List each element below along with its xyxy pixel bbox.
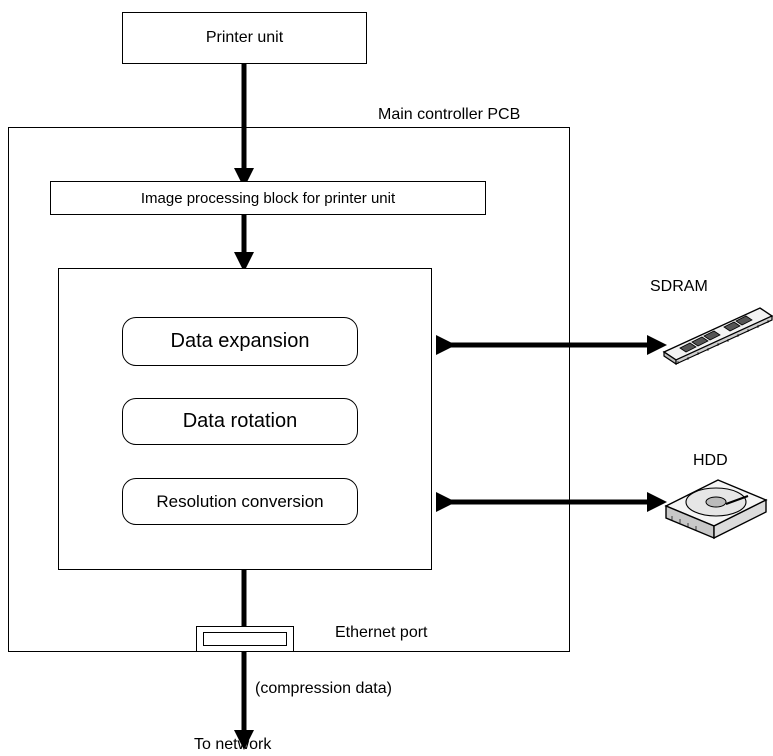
data-expansion-label: Data expansion <box>170 330 310 352</box>
resolution-conversion-box: Resolution conversion <box>122 478 358 525</box>
image-processing-block: Image processing block for printer unit <box>50 181 486 215</box>
compression-data-label: (compression data) <box>255 680 392 697</box>
data-rotation-label: Data rotation <box>182 410 298 432</box>
image-processing-label: Image processing block for printer unit <box>140 189 396 207</box>
printer-unit-box: Printer unit <box>122 12 367 64</box>
hdd-label: HDD <box>693 452 728 469</box>
main-controller-label: Main controller PCB <box>378 106 521 123</box>
ethernet-port-label: Ethernet port <box>335 624 428 641</box>
sdram-label: SDRAM <box>650 278 708 295</box>
to-network-label: To network <box>194 736 272 753</box>
hdd-icon <box>664 479 768 540</box>
resolution-conversion-label: Resolution conversion <box>156 491 324 511</box>
printer-unit-label: Printer unit <box>205 29 284 46</box>
ethernet-port-connector <box>196 626 294 652</box>
sdram-icon <box>662 307 773 366</box>
data-expansion-box: Data expansion <box>122 317 358 366</box>
data-rotation-box: Data rotation <box>122 398 358 445</box>
